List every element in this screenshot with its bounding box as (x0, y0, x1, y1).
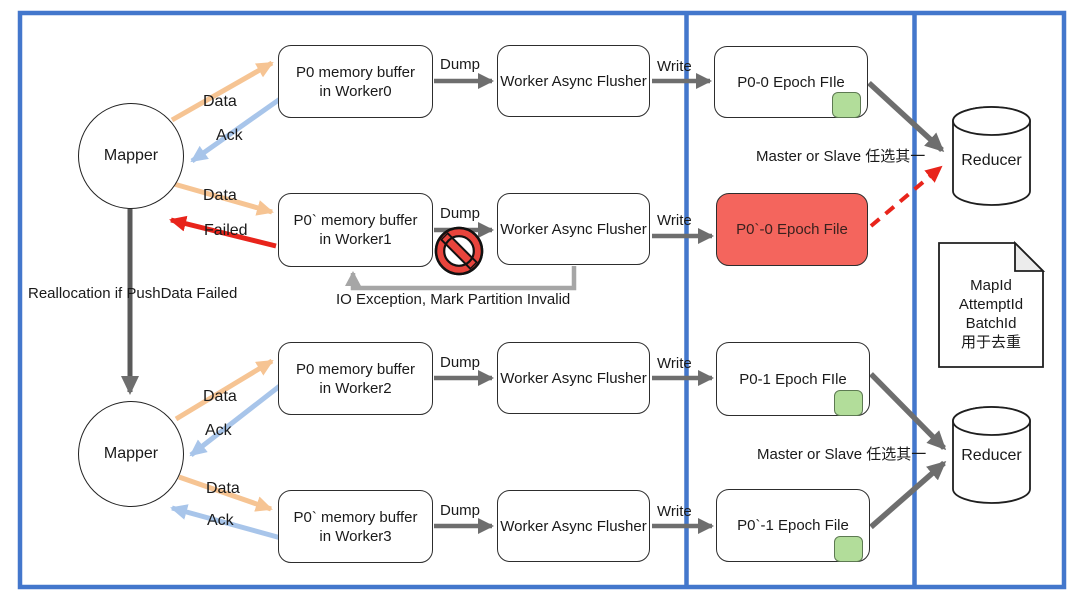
edge-label-dump-2: Dump (440, 354, 481, 371)
buffer-box-worker0: P0 memory buffer in Worker0 (278, 45, 433, 118)
ack-arrow-worker2 (189, 383, 283, 457)
master-or-slave-label-1: Master or Slave 任选其一 (757, 446, 927, 463)
io-exception-feedback-arrow (345, 266, 577, 291)
edge-label-data-1: Data (203, 187, 237, 204)
note-line-mapid: MapId (970, 277, 1012, 294)
buffer-box-worker2: P0 memory buffer in Worker2 (278, 342, 433, 415)
ack-arrow-worker3 (170, 504, 282, 541)
epoch-file-label: P0-1 Epoch FIle (739, 370, 847, 388)
master-or-slave-label-0: Master or Slave 任选其一 (756, 148, 926, 165)
reducer-cylinder-1 (952, 406, 1031, 504)
mapper-label: Mapper (103, 445, 159, 462)
edge-label-ack-3: Ack (207, 512, 234, 529)
edge-label-data-3: Data (206, 480, 240, 497)
note-line-batchid: BatchId (965, 315, 1017, 332)
flusher-box-3: Worker Async Flusher (497, 490, 650, 562)
epoch-file-box-p0-1: P0-1 Epoch FIle (716, 342, 870, 416)
fetch-arrow-p0prime0-dashed (869, 165, 943, 228)
buffer-label-line2: in Worker0 (319, 82, 392, 100)
epoch-success-tab-icon (832, 92, 861, 118)
buffer-box-worker1: P0` memory buffer in Worker1 (278, 193, 433, 267)
epoch-file-box-p0-0: P0-0 Epoch FIle (714, 46, 868, 118)
buffer-label-line1: P0` memory buffer (293, 212, 418, 229)
buffer-label-line1: P0 memory buffer (296, 360, 415, 378)
ack-arrow-worker0 (190, 96, 282, 164)
document-icon (938, 240, 1046, 368)
buffer-box-worker3: P0` memory buffer in Worker3 (278, 490, 433, 563)
epoch-file-box-p0prime-0-failed: P0`-0 Epoch File (716, 193, 868, 266)
buffer-label-line2: in Worker2 (319, 379, 392, 397)
fetch-arrow-p0prime1 (869, 460, 947, 530)
buffer-label-line1: P0` memory buffer (293, 508, 418, 526)
edge-label-dump-1: Dump (440, 205, 481, 222)
flusher-box-1: Worker Async Flusher (497, 193, 650, 265)
edge-label-write-0: Write (657, 58, 692, 75)
fetch-arrow-p01 (869, 372, 947, 451)
flusher-label: Worker Async Flusher (500, 220, 647, 238)
flusher-box-0: Worker Async Flusher (497, 45, 650, 117)
mapper-node-0: Mapper (78, 103, 184, 209)
failed-arrow-worker1 (169, 215, 277, 249)
mapper-node-1: Mapper (78, 401, 184, 507)
edge-label-write-1: Write (657, 212, 692, 229)
data-arrow-worker2 (174, 358, 274, 422)
reducer-label-0: Reducer (961, 152, 1022, 169)
data-arrow-worker3 (178, 474, 273, 512)
epoch-file-box-p0prime-1: P0`-1 Epoch File (716, 489, 870, 562)
edge-label-failed: Failed (204, 222, 248, 239)
note-line-dedup: 用于去重 (960, 334, 1021, 351)
buffer-label-line2: in Worker3 (319, 527, 392, 545)
reducer-label-1: Reducer (961, 447, 1022, 464)
data-arrow-worker1 (173, 181, 274, 216)
edge-label-ack-2: Ack (205, 422, 232, 439)
epoch-file-label: P0`-1 Epoch File (737, 517, 849, 534)
edge-label-dump-0: Dump (440, 56, 481, 73)
buffer-label-line1: P0 memory buffer (296, 63, 415, 81)
note-line-attemptid: AttemptId (958, 296, 1024, 313)
edge-label-data-0: Data (203, 93, 237, 110)
reducer-cylinder-0 (952, 106, 1031, 206)
dedup-note: MapId AttemptId BatchId 用于去重 (939, 276, 1043, 352)
data-arrow-worker0 (170, 60, 274, 123)
fetch-arrow-p00 (867, 80, 945, 153)
prohibition-icon (434, 226, 484, 276)
io-exception-label: IO Exception, Mark Partition Invalid (336, 291, 571, 308)
edge-label-write-3: Write (657, 503, 692, 520)
reallocation-label: Reallocation if PushData Failed (28, 285, 238, 302)
flusher-label: Worker Async Flusher (500, 72, 647, 90)
edge-label-data-2: Data (203, 388, 237, 405)
flusher-label: Worker Async Flusher (500, 517, 647, 535)
mapper-label: Mapper (103, 147, 159, 164)
flusher-box-2: Worker Async Flusher (497, 342, 650, 414)
epoch-file-label: P0`-0 Epoch File (736, 221, 848, 238)
flusher-label: Worker Async Flusher (500, 369, 647, 387)
epoch-success-tab-icon (834, 390, 863, 416)
edge-label-ack-0: Ack (216, 127, 243, 144)
edge-label-dump-3: Dump (440, 502, 481, 519)
buffer-label-line2: in Worker1 (319, 231, 392, 248)
edge-label-write-2: Write (657, 355, 692, 372)
epoch-file-label: P0-0 Epoch FIle (737, 73, 845, 91)
epoch-success-tab-icon (834, 536, 863, 562)
